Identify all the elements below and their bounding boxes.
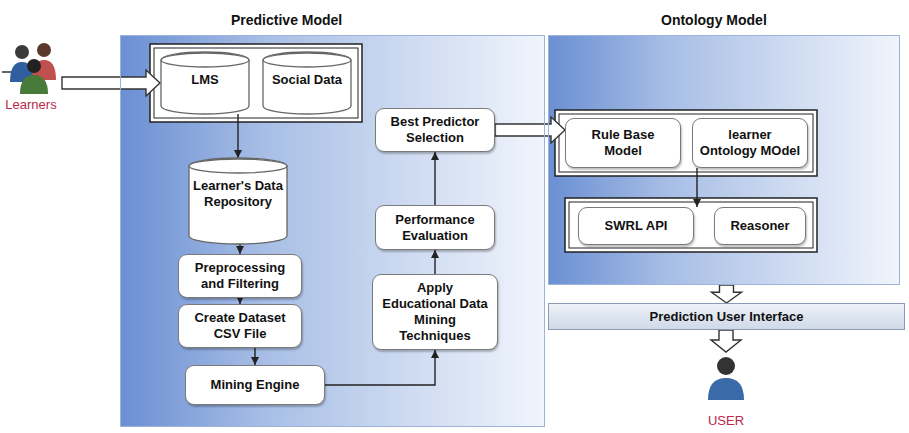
cylinder-top bbox=[263, 53, 351, 67]
group-frame bbox=[150, 44, 362, 122]
process-box: Reasoner bbox=[714, 207, 806, 245]
cylinder-body bbox=[189, 158, 287, 244]
box-label: Create Dataset CSV File bbox=[185, 310, 295, 342]
process-box: Rule Base Model bbox=[565, 118, 681, 168]
interface-bar: Prediction User Interface bbox=[548, 303, 905, 330]
panel-heading: Predictive Model bbox=[121, 12, 544, 28]
block-arrow bbox=[62, 70, 160, 96]
user-icon bbox=[708, 357, 744, 400]
cylinder-body bbox=[161, 52, 249, 114]
learners-icon bbox=[2, 43, 56, 94]
data-store: LMS bbox=[160, 52, 250, 114]
box-label: Preprocessing and Filtering bbox=[185, 260, 295, 292]
process-box: Create Dataset CSV File bbox=[178, 304, 302, 348]
box-label: Performance Evaluation bbox=[382, 212, 488, 244]
process-box: Mining Engine bbox=[185, 365, 325, 405]
box-label: Social Data bbox=[266, 72, 348, 88]
box-label: Prediction User Interface bbox=[650, 309, 804, 324]
panel-ground bbox=[120, 35, 545, 427]
data-store: Learner's Data Repository bbox=[188, 158, 288, 244]
block-arrow bbox=[712, 285, 742, 303]
model-panel: LMS Social DataLearner's Data RepositoryP… bbox=[120, 35, 545, 427]
block-arrow bbox=[711, 330, 741, 352]
box-label: Reasoner bbox=[730, 218, 789, 234]
flow-arrow bbox=[696, 168, 697, 207]
actor-label: USER bbox=[708, 413, 744, 428]
group-frame bbox=[555, 110, 817, 176]
data-store: Social Data bbox=[262, 52, 352, 114]
cylinder-top bbox=[189, 159, 287, 173]
process-box: Apply Educational Data Mining Techniques bbox=[372, 274, 498, 350]
box-label: Best Predictor Selection bbox=[382, 114, 488, 146]
process-box: Best Predictor Selection bbox=[375, 108, 495, 152]
flow-arrow bbox=[325, 350, 435, 385]
flow-arrow bbox=[254, 348, 255, 365]
group-frame bbox=[154, 48, 358, 118]
box-label: Rule Base Model bbox=[572, 127, 674, 159]
flow-arrow bbox=[237, 114, 238, 158]
panel-heading: Ontology Model bbox=[549, 12, 899, 28]
box-label: Apply Educational Data Mining Techniques bbox=[379, 280, 491, 344]
box-label: LMS bbox=[164, 72, 246, 88]
flow-arrow bbox=[434, 250, 435, 274]
process-box: learner Ontology MOdel bbox=[692, 118, 808, 168]
box-label: learner Ontology MOdel bbox=[699, 127, 801, 159]
panel-ground bbox=[548, 35, 900, 285]
box-label: SWRL API bbox=[605, 218, 668, 234]
group-frame bbox=[565, 198, 817, 252]
cylinder-body bbox=[263, 52, 351, 114]
flow-arrow bbox=[239, 244, 240, 254]
cylinder-top bbox=[161, 53, 249, 67]
process-box: Preprocessing and Filtering bbox=[178, 254, 302, 298]
actor-label: Learners bbox=[5, 97, 56, 112]
group-frame bbox=[569, 202, 813, 248]
box-label: Learner's Data Repository bbox=[192, 178, 284, 210]
block-arrow bbox=[495, 117, 565, 143]
process-box: SWRL API bbox=[578, 207, 694, 245]
flow-arrow bbox=[434, 152, 435, 205]
box-label: Mining Engine bbox=[211, 377, 300, 393]
process-box: Performance Evaluation bbox=[375, 205, 495, 250]
actor-figure: Learners bbox=[0, 40, 62, 112]
model-panel: Rule Base Model learner Ontology MOdelSWR… bbox=[548, 35, 900, 285]
group-frame bbox=[559, 114, 813, 172]
actor-figure: USER bbox=[694, 352, 758, 428]
